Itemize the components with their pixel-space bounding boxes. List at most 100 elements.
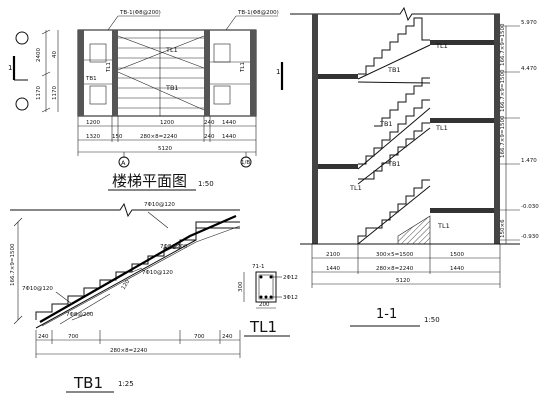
leader (55, 291, 73, 305)
tb1-break-line (10, 202, 240, 218)
plan-title-scale: 1:50 (198, 180, 214, 188)
tl1-cut-label: 71-1 (252, 264, 264, 270)
plan-column-3 (213, 43, 231, 63)
tb1-rebar-top (39, 214, 237, 323)
plan-dim-mid-2: 150 (112, 134, 123, 140)
elev-4: -0.030 (521, 204, 539, 210)
vdim-1: 166.7×9=1500 (500, 23, 506, 66)
plan-wall-right (250, 30, 256, 116)
tb1-height-dim: 166.7×9=1500 (10, 243, 16, 286)
axis-bubble-a (118, 156, 130, 168)
axis-bubble-left-top (15, 31, 29, 45)
sec-label-tl1-d: TL1 (437, 222, 450, 230)
sec-dim-3: 1500 (450, 252, 464, 258)
leader (225, 15, 237, 31)
tb1-bdim-1: 240 (38, 334, 49, 340)
plan-column-1 (89, 43, 107, 63)
sec-label-tb1-a: TB1 (387, 66, 401, 74)
vdim-4: 150×6 (500, 219, 506, 238)
flight-4-soffit (357, 81, 431, 84)
leader (131, 267, 143, 273)
tb1-rebar-3: 7Φ10@120 (142, 270, 173, 276)
flight-1-soffit (357, 185, 431, 245)
slab-5 (430, 208, 494, 213)
tb1-rebar-4: 7Φ10@120 (22, 286, 53, 292)
plan-wall-inner-2 (204, 30, 210, 116)
flight-1 (357, 179, 430, 244)
slab-1 (318, 74, 358, 79)
stair-plan: 1 2400 1170 40 1170 TL1 TB1 (8, 10, 279, 191)
tick (41, 71, 51, 77)
tl1-beam-outline (255, 271, 277, 303)
flight-5 (358, 17, 430, 75)
tick (41, 29, 51, 35)
plan-vdim-2: 1170 (36, 86, 42, 100)
tl1-title: TL1 (249, 318, 277, 336)
axis-a-label: A (121, 159, 126, 167)
section-wall-left (312, 14, 318, 244)
axis-b-label: 1/B (241, 160, 250, 166)
tb1-rebar-2: 7Φ8@200 (160, 244, 188, 250)
plan-diagonal (117, 35, 205, 69)
sec-label-tl1-b: TL1 (435, 124, 448, 132)
plan-tb1-left: TB1 (85, 76, 97, 82)
tb1-rebar-bot (41, 225, 241, 327)
tl1-rebar-top: 2Φ12 (283, 275, 298, 281)
plan-dim-mid-4: 240 (204, 134, 215, 140)
foundation-hatch (397, 215, 431, 245)
vdim-3: 166.7×9=1500 (500, 115, 506, 158)
tb1-bdim-4: 700 (194, 334, 205, 340)
plan-wall-left (78, 30, 84, 116)
plan-tl1-mid: TL1 (165, 46, 178, 54)
plan-diagonal (117, 71, 205, 111)
sec-label-tb1-c: TB1 (387, 160, 401, 168)
slab-2 (430, 118, 494, 123)
sec-dim-total: 5120 (396, 278, 410, 284)
tb1-steps (35, 221, 240, 320)
elev-3: 1.470 (521, 158, 537, 164)
tl1-detail: 71-1 300 200 2Φ12 3Φ12 TL1 (238, 264, 298, 337)
axis-bubble-b (240, 156, 252, 168)
plan-vdim-1: 2400 (36, 48, 42, 62)
tl1-rebar-bot: 3Φ12 (283, 295, 298, 301)
plan-diagonal (117, 35, 205, 71)
tb1-soffit (35, 239, 197, 329)
tl1-bar (269, 275, 273, 279)
break-line (290, 6, 500, 22)
tl1-bar (264, 295, 268, 299)
sec-label-tb1-b: TB1 (379, 120, 393, 128)
axis-bubble-left-bottom (15, 97, 29, 111)
plan-dim-mid-1: 1320 (86, 134, 100, 140)
sec-dim-5: 280×8=2240 (376, 266, 414, 272)
tick (13, 217, 23, 227)
tick (41, 107, 51, 113)
plan-dim-mid-5: 1440 (222, 134, 236, 140)
plan-left-num-2: 1170 (52, 86, 58, 100)
tb1-scale: 1:25 (118, 380, 134, 388)
plan-treads (117, 30, 205, 116)
plan-tl1-right: TL1 (240, 62, 246, 73)
vdim-2: 166.7×9=1500 (500, 69, 506, 112)
section-scale: 1:50 (424, 316, 440, 324)
tl1-stirrup (258, 274, 274, 300)
leader (107, 15, 119, 31)
plan-dim-top-3: 1200 (160, 120, 174, 126)
tl1-height: 300 (238, 281, 244, 292)
tl1-bar (259, 295, 263, 299)
tb1-thickness: 120 (121, 279, 132, 292)
plan-title: 楼梯平面图 (112, 172, 187, 190)
slab-4 (430, 40, 494, 45)
leader (163, 243, 181, 253)
tl1-bar (269, 295, 273, 299)
plan-dim-total: 5120 (158, 146, 172, 152)
tb1-rebar-extra (59, 293, 111, 325)
sec-label-tl1-c: TL1 (349, 184, 362, 192)
tb1-rebar-5: 7Φ8@200 (66, 312, 94, 318)
tb1-rebar-1: 7Φ10@120 (144, 202, 175, 208)
tb1-bdim-3: 280×8=2240 (110, 348, 148, 354)
sec-dim-2: 300×5=1500 (376, 252, 414, 258)
plan-dim-top-1: 1200 (86, 120, 100, 126)
tb1-bdim-2: 700 (68, 334, 79, 340)
